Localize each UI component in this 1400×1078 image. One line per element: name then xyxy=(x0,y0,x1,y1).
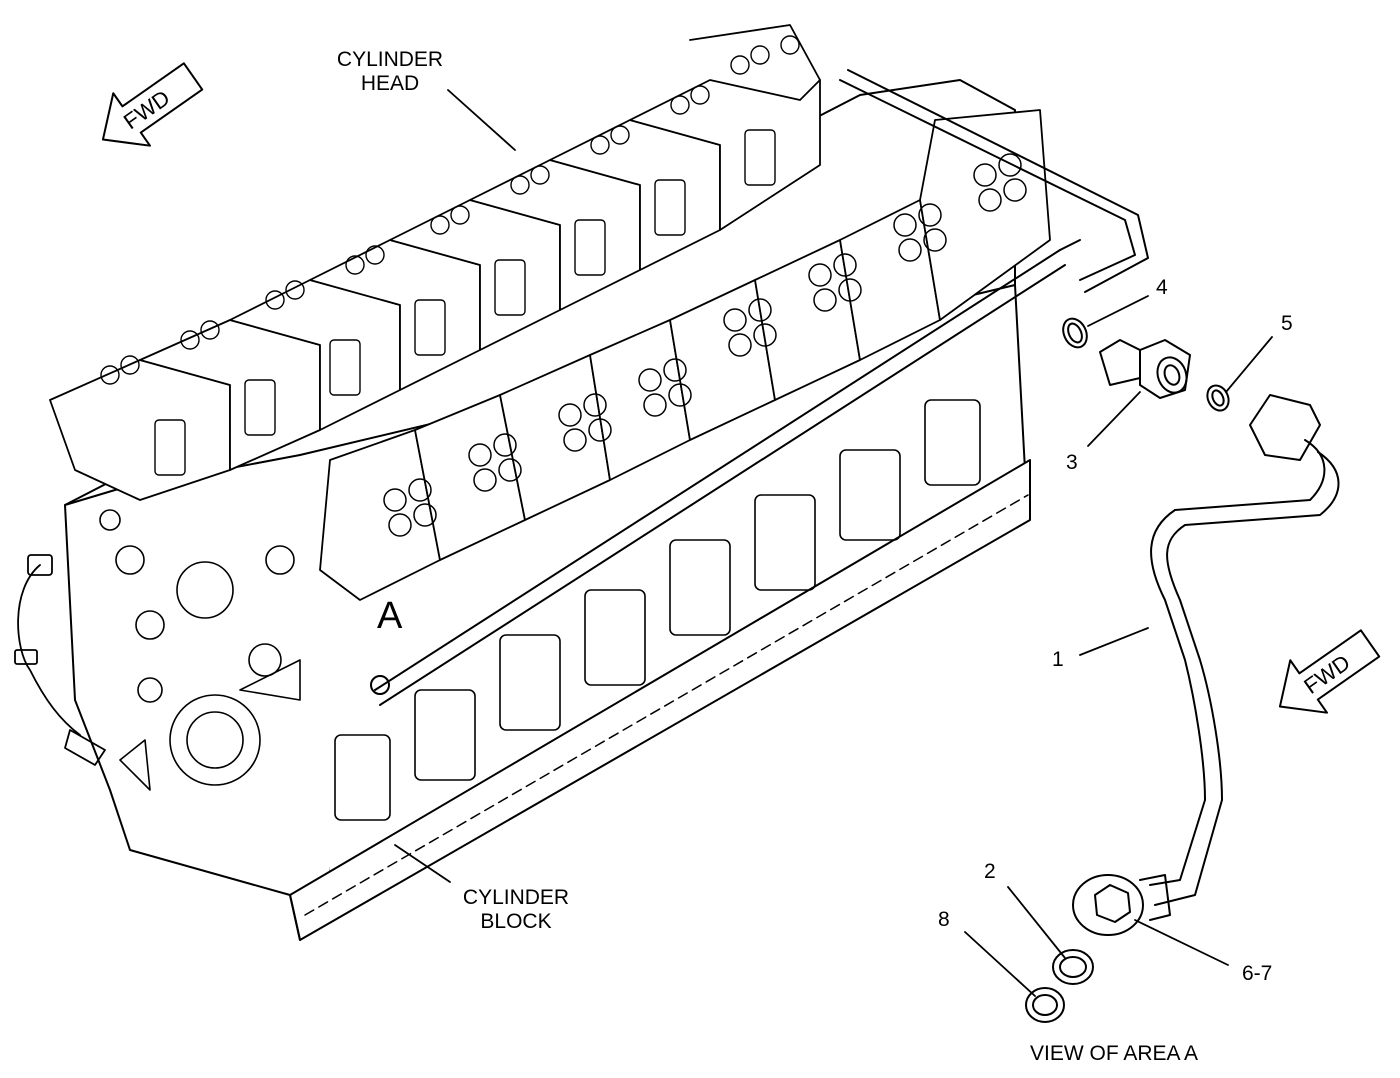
callout-8: 8 xyxy=(938,908,950,931)
callout-5: 5 xyxy=(1281,312,1293,335)
view-of-area-a-caption: VIEW OF AREA A xyxy=(1030,1042,1199,1065)
front-cylinder-heads xyxy=(319,109,1051,601)
callout-6-7: 6-7 xyxy=(1242,962,1273,985)
block-front-holes xyxy=(99,509,301,791)
part-2-washer xyxy=(1052,949,1094,985)
sensor-harness xyxy=(14,554,106,766)
cylinder-head-label: CYLINDER HEAD xyxy=(337,48,443,96)
area-a-marker: A xyxy=(377,595,403,637)
callout-1: 1 xyxy=(1052,648,1064,671)
leader-lines xyxy=(394,89,1273,997)
cylinder-block-line1: CYLINDER xyxy=(462,886,570,909)
fuel-rail xyxy=(370,239,1081,706)
fwd-arrow-icon: FWD xyxy=(101,62,204,147)
valve-spring-clusters xyxy=(383,153,1027,537)
part-5-oring xyxy=(1206,384,1230,412)
cylinder-head-line2: HEAD xyxy=(360,72,420,95)
cylinder-head-line1: CYLINDER xyxy=(336,48,444,71)
back-cylinder-heads xyxy=(49,24,821,501)
part-1-fuel-tube xyxy=(1149,394,1340,906)
part-4-oring xyxy=(1062,317,1088,349)
part-3-connector xyxy=(1099,339,1191,399)
part-6-7-bolt-washer xyxy=(1072,874,1171,936)
fwd-arrow-icon: FWD xyxy=(1278,629,1381,714)
cylinder-block-line2: BLOCK xyxy=(480,910,552,933)
callout-2: 2 xyxy=(984,860,996,883)
cylinder-block-label: CYLINDER BLOCK xyxy=(463,886,569,934)
part-8-washer xyxy=(1025,987,1065,1023)
callout-4: 4 xyxy=(1156,276,1168,299)
callout-3: 3 xyxy=(1066,451,1078,474)
block-side-openings xyxy=(334,399,981,821)
return-tube xyxy=(839,69,1149,293)
